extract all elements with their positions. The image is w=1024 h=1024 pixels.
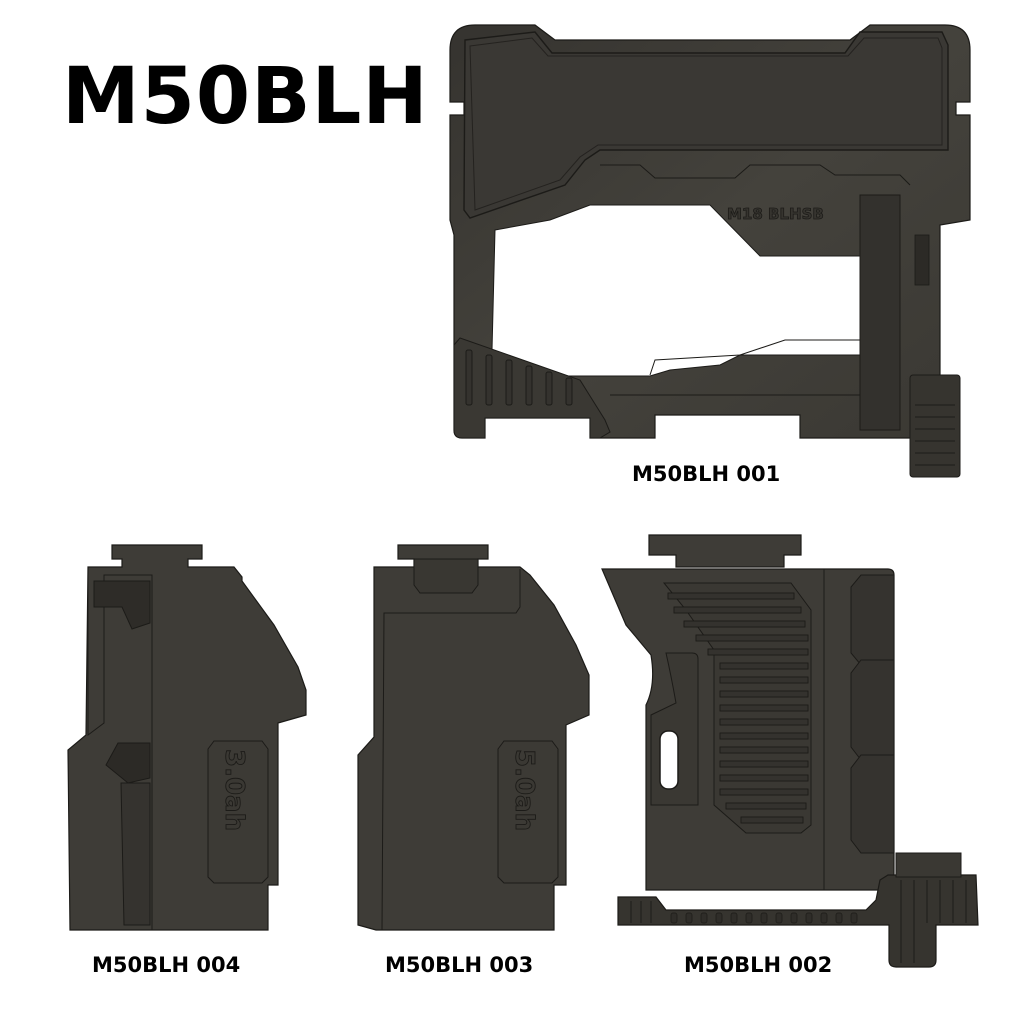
part-003-render: 5.0ah [357, 544, 590, 931]
part-004-label: M50BLH 004 [92, 953, 241, 977]
part-002-render [601, 534, 979, 968]
sheet-title: M50BLH [62, 52, 429, 142]
part-001-render: M18 BLHSB [449, 24, 971, 478]
part-002-label: M50BLH 002 [684, 953, 833, 977]
part-003-label: M50BLH 003 [385, 953, 534, 977]
part-003-embossed-text: 5.0ah [509, 749, 539, 831]
part-004-embossed-text: 3.0ah [219, 749, 249, 831]
part-001-embossed-text: M18 BLHSB [727, 205, 824, 223]
part-001-label: M50BLH 001 [632, 462, 781, 486]
part-004-render: 3.0ah [67, 544, 307, 931]
